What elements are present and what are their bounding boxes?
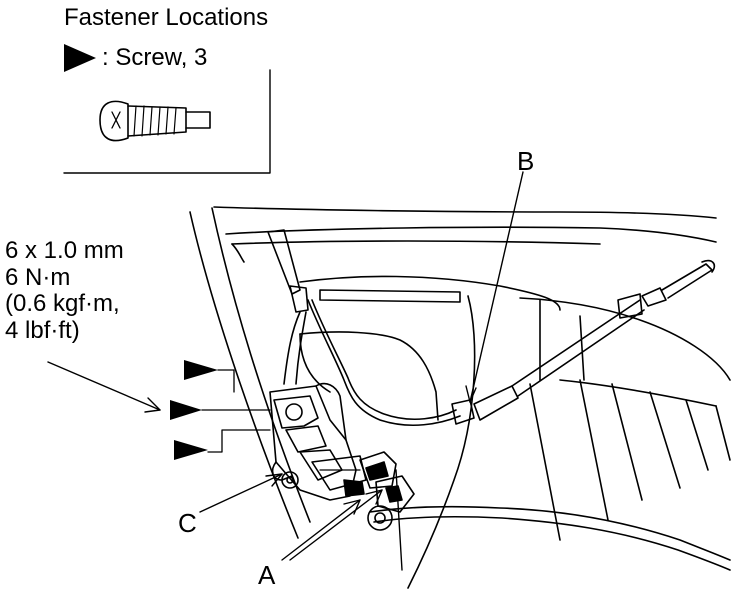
callout-a: A bbox=[258, 560, 276, 590]
triangle-marker-icon bbox=[64, 44, 96, 72]
legend-frame bbox=[63, 69, 271, 174]
handle-rod bbox=[267, 229, 309, 385]
callout-b: B bbox=[517, 146, 535, 176]
flat-head-screw-icon bbox=[99, 100, 211, 142]
screw-markers bbox=[170, 360, 271, 460]
leader-lines bbox=[47, 171, 524, 561]
cable-b bbox=[307, 259, 716, 427]
torque-spec: 6 x 1.0 mm 6 N·m (0.6 kgf·m, 4 lbf·ft) bbox=[5, 237, 124, 344]
cable-lower bbox=[367, 505, 731, 571]
door-edge bbox=[395, 469, 403, 571]
door-panel bbox=[189, 206, 731, 589]
legend-title: Fastener Locations bbox=[64, 4, 269, 31]
door-latch bbox=[269, 382, 415, 513]
legend-screw-label: : Screw, 3 bbox=[102, 44, 208, 71]
callout-c: C bbox=[178, 508, 197, 538]
spec-line: 4 lbf·ft) bbox=[5, 316, 80, 344]
spec-line: (0.6 kgf·m, bbox=[5, 290, 120, 317]
spec-line: 6 x 1.0 mm bbox=[5, 237, 124, 264]
spec-line: 6 N·m bbox=[5, 263, 71, 291]
